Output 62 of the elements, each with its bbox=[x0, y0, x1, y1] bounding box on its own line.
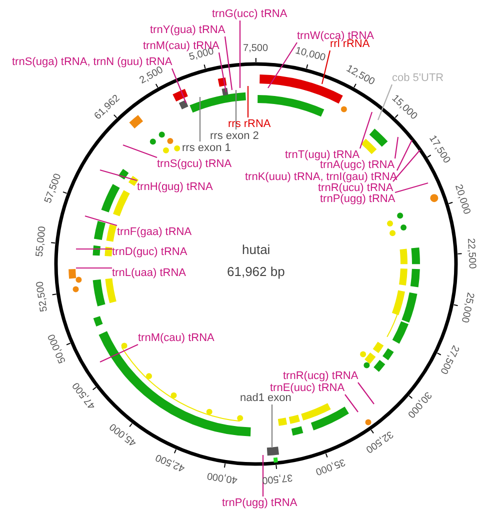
leader-line bbox=[84, 215, 118, 226]
position-tick-label: 42,500 bbox=[154, 451, 186, 474]
position-tick-label: 7,500 bbox=[243, 42, 268, 54]
leader-line bbox=[172, 68, 186, 104]
leader-line bbox=[377, 84, 393, 120]
leader-line bbox=[358, 382, 374, 404]
leader-line bbox=[394, 136, 399, 159]
feature-label: trnE(uuc) tRNA bbox=[270, 382, 345, 394]
leader-line bbox=[100, 169, 138, 182]
genome-name: hutai bbox=[242, 242, 270, 257]
feature-label: rrs exon 1 bbox=[182, 142, 231, 154]
position-tick-label: 52,500 bbox=[34, 280, 50, 312]
feature-label: trnL(uaa) tRNA bbox=[112, 266, 186, 280]
feature-label: rrs exon 2 bbox=[210, 130, 259, 142]
position-tick-label: 5,000 bbox=[188, 46, 216, 64]
position-tick-label: 40,000 bbox=[206, 470, 239, 486]
feature-label: trnF(gaa) tRNA bbox=[117, 226, 192, 238]
position-tick-label: 25,000 bbox=[458, 292, 476, 324]
leader-line bbox=[271, 404, 273, 447]
leader-line bbox=[122, 144, 158, 158]
leader-line bbox=[100, 344, 138, 362]
feature-label: trnR(ucg) tRNA bbox=[283, 370, 358, 382]
leader-line bbox=[235, 90, 237, 130]
leader-line bbox=[76, 248, 112, 250]
leader-line bbox=[344, 394, 358, 412]
position-tick-label: 50,000 bbox=[46, 332, 68, 365]
feature-label: trnP(ugg) tRNA bbox=[222, 496, 298, 510]
position-tick-label: 10,000 bbox=[294, 46, 326, 64]
leader-line bbox=[218, 52, 227, 92]
genome-length: 61,962 bp bbox=[227, 264, 285, 279]
leader-line bbox=[239, 20, 241, 88]
feature-label: trnK(uuu) tRNA, trnI(gau) tRNA bbox=[245, 170, 398, 184]
leader-line bbox=[392, 150, 420, 182]
leader-line bbox=[247, 86, 249, 118]
leader-line bbox=[76, 267, 112, 269]
feature-label: trnY(gua) tRNA bbox=[150, 24, 226, 36]
position-tick-label: 37,500 bbox=[262, 472, 294, 486]
feature-label: nad1 exon bbox=[240, 392, 292, 404]
position-tick-label: 35,000 bbox=[314, 456, 347, 478]
feature-label: trnH(gug) tRNA bbox=[137, 180, 213, 194]
leader-line bbox=[394, 182, 428, 194]
leader-line bbox=[262, 455, 264, 496]
feature-label: rrs rRNA bbox=[228, 118, 271, 130]
feature-label: trnT(ugu) tRNA bbox=[285, 148, 360, 162]
feature-label: trnR(ucu) tRNA bbox=[318, 182, 394, 194]
position-tick-label: 20,000 bbox=[452, 183, 472, 216]
feature-label: trnA(ugc) tRNA bbox=[320, 158, 395, 172]
leader-line bbox=[199, 97, 201, 142]
leader-line bbox=[396, 140, 412, 171]
position-tick-label: 57,500 bbox=[42, 172, 64, 205]
feature-label: trnG(ucc) tRNA bbox=[212, 8, 288, 20]
feature-label: trnD(guc) tRNA bbox=[112, 246, 188, 258]
feature-label: trnS(gcu) tRNA bbox=[157, 158, 232, 170]
position-tick-label: 22,500 bbox=[465, 238, 478, 269]
leader-line bbox=[268, 42, 298, 88]
leader-line bbox=[224, 36, 233, 90]
position-tick-label: 55,000 bbox=[34, 226, 48, 258]
feature-label: cob 5'UTR bbox=[392, 72, 444, 84]
feature-label: trnM(cau) tRNA bbox=[138, 332, 214, 344]
leader-line bbox=[359, 112, 373, 149]
leader-line bbox=[321, 50, 331, 84]
feature-label: trnP(ugg) tRNA bbox=[320, 192, 396, 206]
